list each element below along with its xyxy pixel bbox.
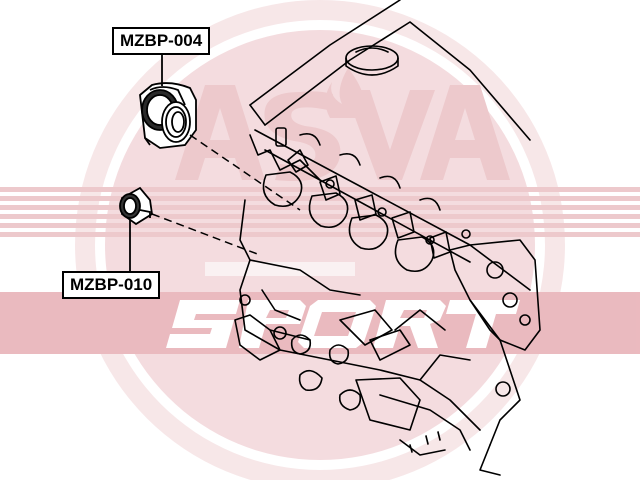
- engine-line-art: [234, 0, 541, 476]
- part-label-mzbp-010: MZBP-010: [62, 271, 161, 299]
- idler-pulley-drawing: [139, 82, 197, 149]
- small-pulley-drawing: [119, 186, 153, 226]
- part-label-mzbp-004: MZBP-004: [112, 27, 211, 55]
- assembly-dashed-lines: [151, 134, 301, 256]
